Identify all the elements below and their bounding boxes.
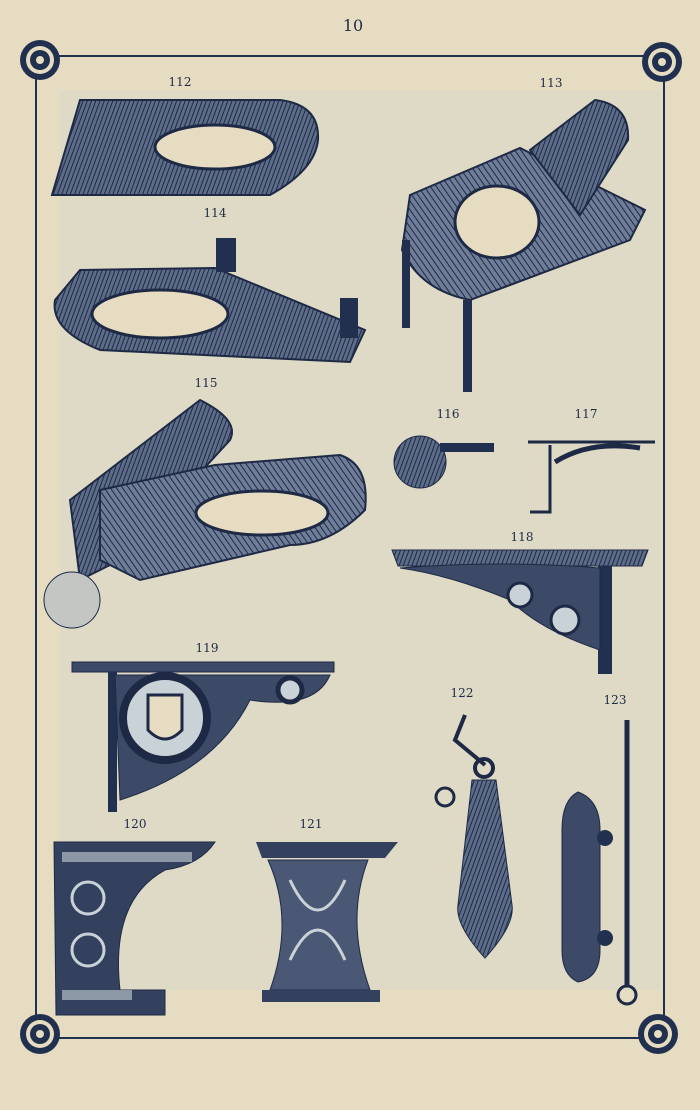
page-border [35,55,665,1039]
page-number: 10 [342,16,364,35]
figure-117-small-bracket [528,440,655,514]
figure-number: 113 [539,76,563,90]
figure-number: 115 [194,376,218,390]
figure-122-pull-chain-weight [434,714,513,959]
figure-116-pull-handle [393,435,494,489]
figure-number: 120 [123,817,147,831]
figure-119-badge-bracket [71,661,335,812]
figure-number: 122 [450,686,474,700]
corner-rosette-icon [20,40,60,80]
figure-121-ornamental-support [256,842,398,1002]
figure-number: 114 [203,206,227,220]
corner-rosette-icon [638,1014,678,1054]
figure-number: 119 [195,641,219,655]
figure-120-bracket [53,841,216,1016]
figure-123-wall-pull [561,720,638,1006]
figure-115-seat-with-back [43,398,367,629]
figure-number: 116 [436,407,460,421]
figure-number: 121 [299,817,323,831]
figure-113-seat-with-legs [400,98,647,392]
figure-114-seat [53,238,367,364]
figure-number: 118 [510,530,534,544]
figure-number: 117 [574,407,598,421]
figure-number: 123 [603,693,627,707]
corner-rosette-icon [20,1014,60,1054]
corner-rosette-icon [642,42,682,82]
figure-112-seat [50,99,320,196]
figure-number: 112 [168,75,192,89]
figure-118-ornamental-bracket [391,549,649,674]
